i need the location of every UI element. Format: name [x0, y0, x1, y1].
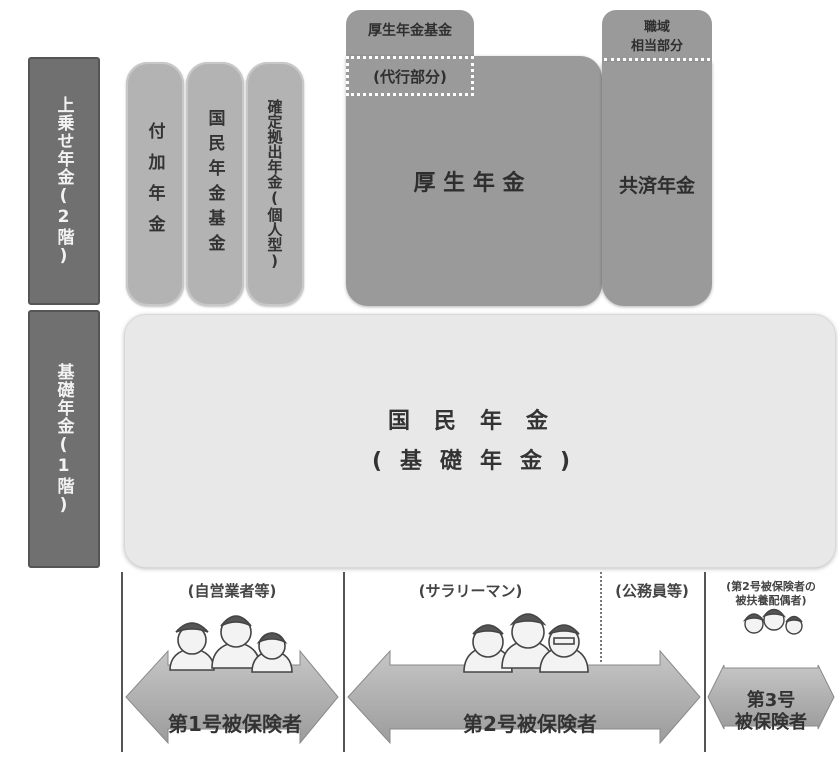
kyosai-nenkin-label: 共済年金 — [618, 174, 695, 197]
insured-third-label-line2: 被保険者 — [735, 712, 807, 733]
separator-dotted-2 — [600, 572, 602, 662]
category-civil-servant: (公務員等) — [615, 582, 689, 600]
kokumin-nenkin-base: 国民年金 (基礎年金) — [124, 314, 836, 568]
pillar-kokumin-nenkin-kikin: 国民年金基金 — [186, 62, 244, 306]
tier-label-upper-text: 上乗せ年金(2階) — [53, 95, 74, 267]
kosei-nenkin-label: 厚 生 年 金 — [413, 171, 525, 196]
pillar-kokumin-kikin-label: 国民年金基金 — [204, 109, 225, 259]
tier-label-lower: 基礎年金(1階) — [28, 310, 100, 568]
kyosai-shokuiki-tab: 職域 相当部分 — [602, 10, 712, 68]
separator-left — [121, 572, 123, 752]
kyosai-tab-line2: 相当部分 — [630, 39, 683, 54]
pillar-fuka-nenkin: 付加年金 — [126, 62, 184, 306]
separator-2-3 — [704, 572, 706, 752]
kyosai-tab-line1: 職域 — [643, 20, 670, 35]
separator-1-2 — [343, 572, 345, 752]
arrow-first-insured — [125, 649, 339, 745]
people-group-2-icon — [463, 613, 589, 673]
pillar-kakutei-kyoshutsu: 確定拠出年金(個人型) — [246, 62, 304, 306]
kyosai-nenkin-block: 共済年金 — [602, 62, 712, 306]
kosei-kikin-tab: 厚生年金基金 — [346, 10, 474, 62]
insured-third-label-line1: 第3号 — [746, 690, 796, 711]
insured-second-label: 第2号被保険者 — [463, 712, 597, 736]
tier-label-lower-text: 基礎年金(1階) — [53, 362, 74, 516]
arrow-second-insured — [347, 649, 701, 745]
arrow-third-insured — [707, 664, 835, 730]
base-label-line1: 国民年金 — [387, 409, 572, 434]
tier-label-upper: 上乗せ年金(2階) — [28, 57, 100, 305]
people-group-3-icon — [742, 608, 803, 635]
pillar-fuka-label: 付加年金 — [144, 122, 165, 246]
insured-first-label: 第1号被保険者 — [168, 712, 302, 736]
kosei-kikin-tab-label: 厚生年金基金 — [368, 23, 452, 39]
pillar-kakutei-label: 確定拠出年金(個人型) — [265, 98, 284, 270]
kosei-daiko-box: (代行部分) — [346, 56, 474, 96]
category-salaryman: (サラリーマン) — [418, 582, 523, 600]
people-group-1-icon — [169, 615, 293, 673]
category-dependent-line1: (第2号被保険者の — [726, 580, 816, 593]
kosei-daiko-label: (代行部分) — [373, 67, 447, 86]
category-dependent-line2: 被扶養配偶者) — [735, 594, 807, 607]
category-self-employed: (自営業者等) — [187, 582, 277, 600]
base-label-line2: (基礎年金) — [371, 449, 589, 474]
kosei-nenkin-block: 厚 生 年 金 — [346, 56, 602, 306]
kyosai-dotted-divider — [604, 58, 710, 61]
